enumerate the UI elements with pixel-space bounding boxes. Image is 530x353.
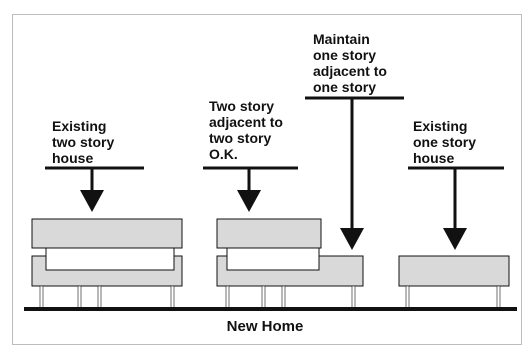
post — [97, 285, 102, 309]
label-line: two story — [52, 134, 114, 150]
label-line: O.K. — [209, 146, 238, 162]
label-line: house — [413, 150, 454, 166]
post — [281, 285, 286, 309]
story — [398, 255, 510, 287]
arrow-head — [80, 190, 104, 212]
new-home — [216, 218, 364, 309]
upper-story — [216, 218, 322, 249]
label-line: adjacent to — [313, 63, 387, 79]
post — [39, 285, 44, 309]
post — [351, 285, 356, 309]
label-line: one story — [313, 79, 376, 95]
label-line: two story — [209, 130, 271, 146]
arrow-head — [443, 228, 467, 250]
post — [261, 285, 266, 309]
figure-border — [12, 14, 522, 345]
label-existing-two-story: Existing two story house — [52, 118, 114, 166]
label-line: adjacent to — [209, 114, 283, 130]
post — [225, 285, 230, 309]
arrow-head — [340, 228, 364, 250]
post — [170, 285, 175, 309]
arrow-head — [237, 190, 261, 212]
upper-story — [31, 218, 183, 249]
post — [77, 285, 82, 309]
label-maintain-one-story: Maintain one story adjacent to one story — [313, 31, 387, 95]
label-two-story-ok: Two story adjacent to two story O.K. — [209, 98, 283, 162]
label-line: one story — [313, 47, 376, 63]
post — [496, 285, 501, 309]
existing-one-story-house — [398, 255, 510, 309]
label-line: Existing — [52, 118, 106, 134]
label-existing-one-story: Existing one story house — [413, 118, 476, 166]
existing-two-story-house — [31, 218, 183, 309]
window-band — [45, 247, 175, 271]
label-line: Maintain — [313, 31, 370, 47]
new-home-label: New Home — [227, 318, 304, 335]
label-line: Two story — [209, 98, 274, 114]
window-band — [226, 247, 320, 271]
label-line: Existing — [413, 118, 467, 134]
label-line: one story — [413, 134, 476, 150]
post — [405, 285, 410, 309]
label-line: house — [52, 150, 93, 166]
